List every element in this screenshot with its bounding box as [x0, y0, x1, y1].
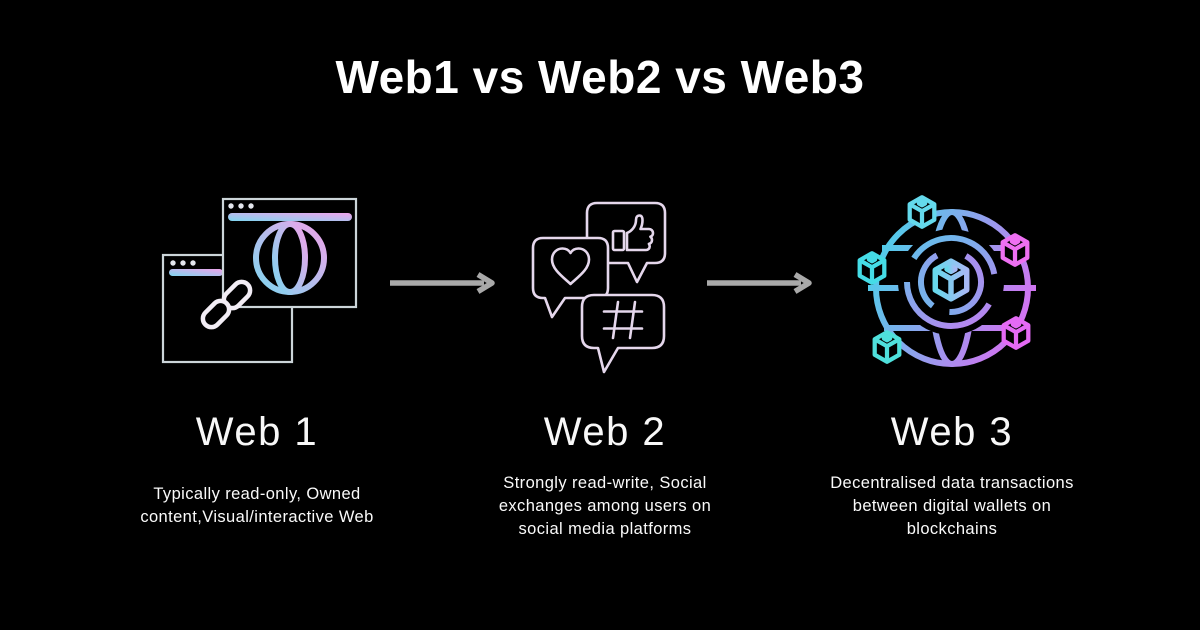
- globe-icon: [253, 221, 327, 295]
- column-web2: Web 2 Strongly read-write, Social exchan…: [440, 408, 770, 542]
- column-web1: Web 1 Typically read-only, Owned content…: [92, 408, 422, 542]
- right-arrow-icon: [388, 272, 500, 294]
- chain-link-icon: [200, 279, 253, 330]
- right-arrow-icon: [705, 272, 817, 294]
- web3-blockchain-globe-icon: [848, 186, 1056, 394]
- web2-heading: Web 2: [543, 410, 667, 454]
- column-web3: Web 3 Decentralised data transactions be…: [787, 408, 1117, 542]
- hashtag-bubble-icon: [580, 293, 666, 374]
- page-title: Web1 vs Web2 vs Web3: [335, 51, 865, 103]
- web3-heading: Web 3: [890, 410, 1014, 454]
- web1-browser-windows-globe-link-icon: [152, 196, 362, 376]
- web2-social-chat-bubbles-icon: [525, 198, 675, 378]
- web3-description: Decentralised data transactions between …: [830, 473, 1074, 538]
- web1-heading: Web 1: [195, 410, 319, 454]
- web2-description: Strongly read-write, Social exchanges am…: [498, 473, 712, 538]
- web1-description: Typically read-only, Owned content,Visua…: [140, 485, 374, 526]
